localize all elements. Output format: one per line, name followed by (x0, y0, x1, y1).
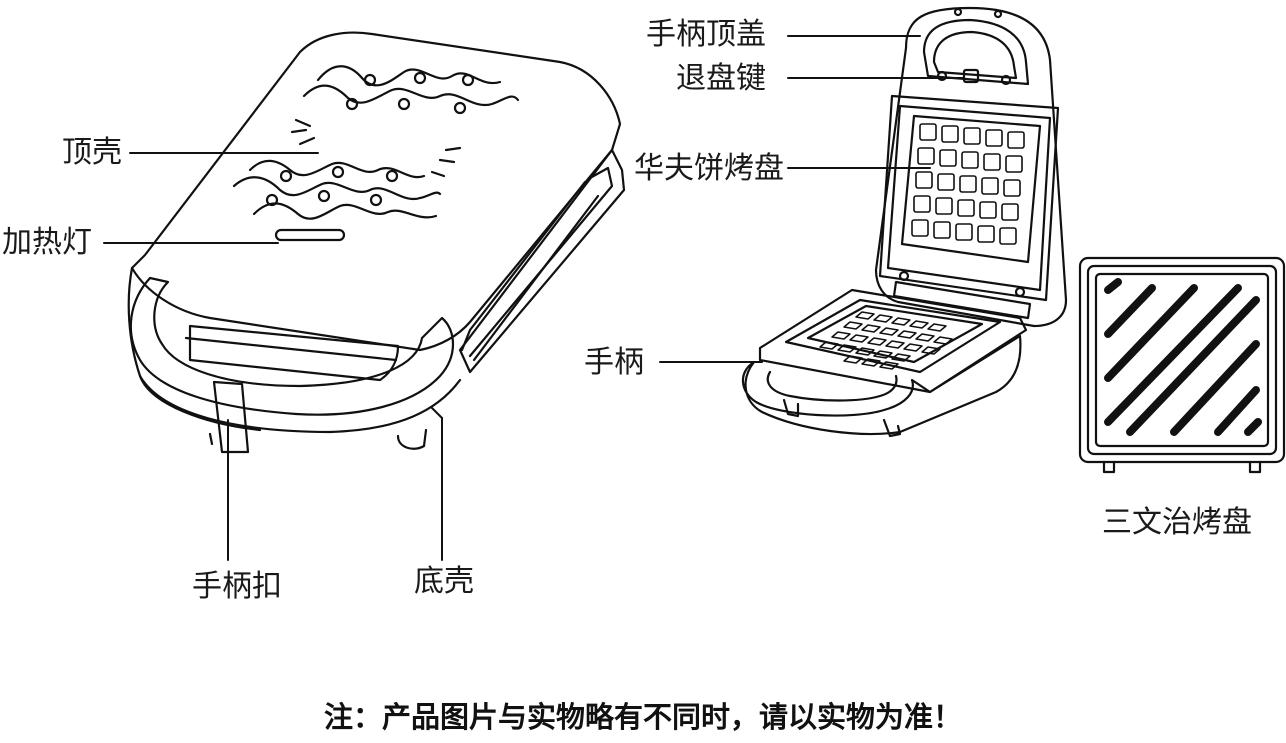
label-handle-top-cover: 手柄顶盖 (646, 17, 766, 52)
heat-light-indicator (274, 228, 346, 242)
disclaimer-note: 注：产品图片与实物略有不同时，请以实物为准！ (323, 700, 962, 734)
bottom-handle-shape (741, 334, 1022, 436)
label-release-button: 退盘键 (676, 61, 766, 96)
leader-lines (103, 35, 965, 561)
label-sandwich-plate: 三文治烤盘 (1102, 505, 1252, 540)
label-heat-light: 加热灯 (2, 225, 92, 260)
waffle-grid-cells (911, 123, 1025, 245)
label-handle-latch: 手柄扣 (192, 569, 282, 604)
top-shell-outline (130, 31, 622, 352)
closed-appliance-drawing (127, 31, 626, 454)
open-appliance-drawing (741, 6, 1068, 438)
label-top-shell: 顶壳 (62, 135, 122, 170)
front-handle (129, 276, 454, 416)
waffle-grid-frame (900, 114, 1042, 264)
handle-top-cover-shape (922, 18, 1030, 86)
label-bottom-shell: 底壳 (414, 564, 474, 599)
label-handle: 手柄 (584, 345, 644, 380)
bottom-waffle-cubes (819, 311, 953, 370)
lid-outline (874, 6, 1068, 328)
sandwich-plate-drawing (1078, 256, 1286, 474)
label-waffle-plate: 华夫饼烤盘 (634, 151, 784, 186)
sandwich-plate-ribs (1104, 278, 1262, 436)
leader-bottom-shell (431, 407, 443, 419)
handle-latch-shape (212, 380, 250, 454)
